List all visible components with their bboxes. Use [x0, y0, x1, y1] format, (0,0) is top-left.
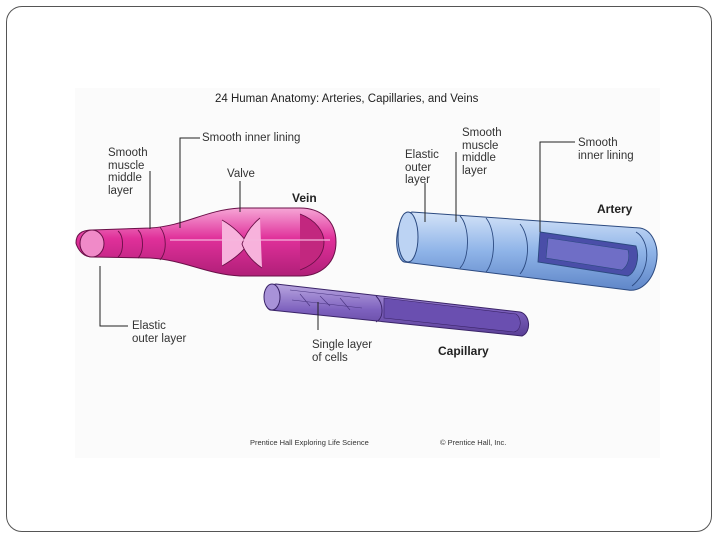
vein-name-label: Vein [292, 191, 317, 205]
capillary-single-layer-label: Single layer of cells [312, 339, 373, 364]
vein-elastic-outer-label: Elastic outer layer [132, 320, 187, 345]
capillary-name-label: Capillary [438, 344, 489, 358]
artery-smooth-inner-label: Smooth inner lining [578, 137, 634, 162]
vein-vessel [75, 207, 337, 277]
capillary-vessel [263, 283, 529, 337]
vein-smooth-muscle-label: Smooth muscle middle layer [108, 147, 148, 197]
artery-elastic-outer-label: Elastic outer layer [405, 149, 439, 186]
leader-lines [99, 137, 575, 330]
artery-smooth-muscle-label: Smooth muscle middle layer [462, 127, 502, 177]
credit-left: Prentice Hall Exploring Life Science [250, 438, 369, 447]
figure-title: 24 Human Anatomy: Arteries, Capillaries,… [215, 93, 479, 105]
artery-name-label: Artery [597, 202, 633, 216]
credit-right: © Prentice Hall, Inc. [440, 438, 507, 447]
vein-valve-label: Valve [227, 168, 255, 180]
vein-smooth-inner-label: Smooth inner lining [202, 132, 301, 144]
artery-vessel [396, 211, 658, 291]
